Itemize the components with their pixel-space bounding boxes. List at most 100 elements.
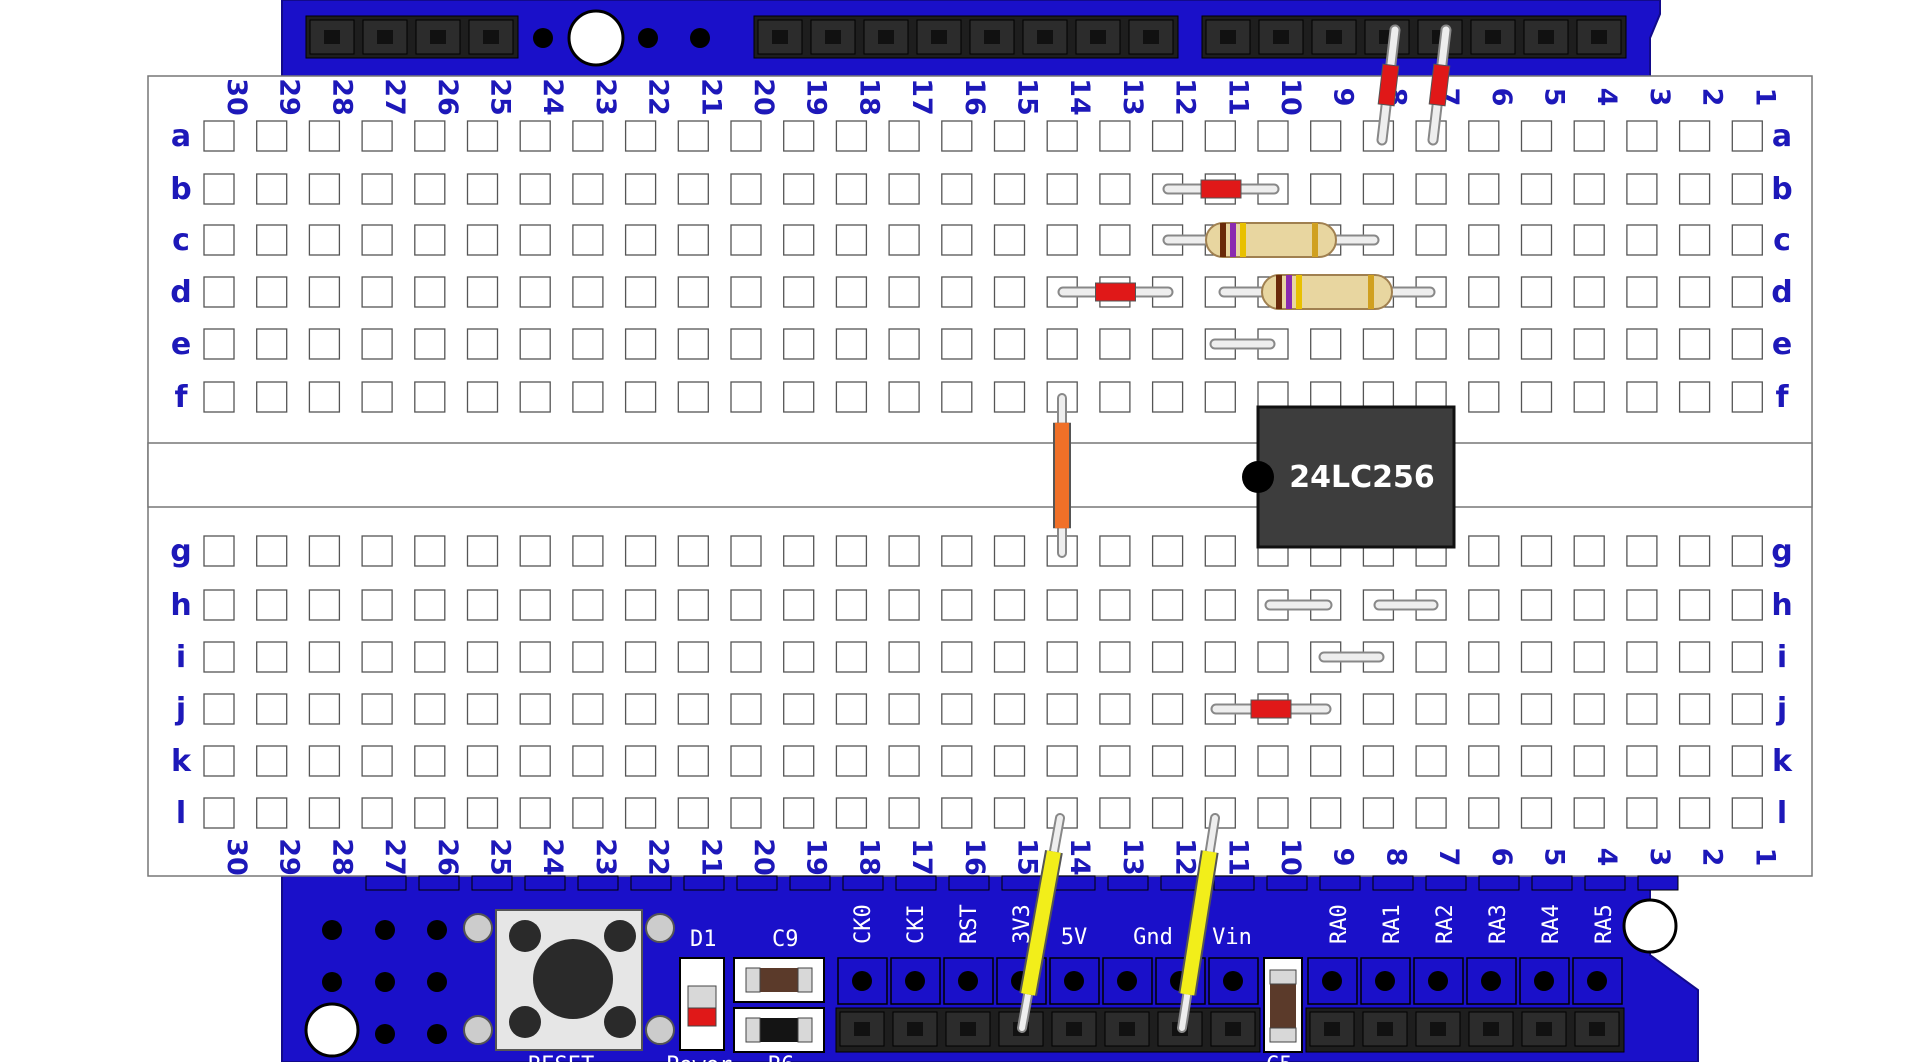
breadboard-hole[interactable] (1520, 276, 1553, 308)
breadboard-hole[interactable] (1468, 328, 1500, 360)
breadboard-hole[interactable] (1731, 381, 1763, 413)
breadboard-hole[interactable] (1151, 641, 1184, 673)
breadboard-hole[interactable] (730, 745, 762, 777)
breadboard-hole[interactable] (624, 173, 657, 205)
breadboard-hole[interactable] (1310, 120, 1342, 152)
breadboard-hole[interactable] (1678, 381, 1711, 413)
breadboard-hole[interactable] (783, 641, 815, 673)
breadboard-hole[interactable] (1731, 693, 1763, 725)
breadboard-hole[interactable] (1731, 745, 1763, 777)
breadboard-hole[interactable] (1415, 693, 1447, 725)
breadboard-hole[interactable] (888, 276, 920, 308)
breadboard-hole[interactable] (466, 120, 499, 152)
breadboard-hole[interactable] (624, 641, 657, 673)
ic-24lc256[interactable]: 24LC256 (1242, 405, 1456, 549)
breadboard-hole[interactable] (1099, 173, 1131, 205)
breadboard-hole[interactable] (572, 381, 604, 413)
breadboard-hole[interactable] (203, 535, 235, 567)
breadboard-hole[interactable] (1099, 224, 1131, 256)
breadboard-hole[interactable] (414, 224, 446, 256)
breadboard-hole[interactable] (1046, 589, 1078, 621)
breadboard-hole[interactable] (1468, 173, 1500, 205)
breadboard-hole[interactable] (783, 173, 815, 205)
breadboard-hole[interactable] (941, 173, 973, 205)
breadboard-hole[interactable] (1415, 173, 1447, 205)
breadboard-hole[interactable] (677, 120, 709, 152)
breadboard-hole[interactable] (572, 641, 604, 673)
breadboard-hole[interactable] (624, 328, 657, 360)
breadboard-hole[interactable] (572, 276, 604, 308)
breadboard-hole[interactable] (572, 535, 604, 567)
breadboard-hole[interactable] (677, 328, 709, 360)
breadboard-hole[interactable] (888, 589, 920, 621)
breadboard-hole[interactable] (677, 589, 709, 621)
breadboard-hole[interactable] (783, 276, 815, 308)
breadboard-hole[interactable] (203, 745, 235, 777)
breadboard-hole[interactable] (414, 276, 446, 308)
breadboard-hole[interactable] (677, 381, 709, 413)
breadboard-hole[interactable] (730, 276, 762, 308)
breadboard-hole[interactable] (730, 641, 762, 673)
breadboard-hole[interactable] (256, 224, 288, 256)
breadboard-hole[interactable] (941, 797, 973, 829)
breadboard-hole[interactable] (1310, 745, 1342, 777)
breadboard-hole[interactable] (1362, 328, 1395, 360)
breadboard-hole[interactable] (308, 641, 341, 673)
breadboard-hole[interactable] (1204, 535, 1236, 567)
breadboard-hole[interactable] (308, 745, 341, 777)
breadboard-hole[interactable] (888, 693, 920, 725)
breadboard-hole[interactable] (361, 173, 393, 205)
breadboard-hole[interactable] (835, 589, 868, 621)
breadboard-hole[interactable] (835, 224, 868, 256)
breadboard-hole[interactable] (1310, 173, 1342, 205)
breadboard-hole[interactable] (203, 381, 235, 413)
breadboard-hole[interactable] (572, 589, 604, 621)
breadboard-hole[interactable] (941, 328, 973, 360)
breadboard-hole[interactable] (466, 173, 499, 205)
breadboard-hole[interactable] (624, 745, 657, 777)
breadboard-hole[interactable] (993, 641, 1026, 673)
breadboard-hole[interactable] (1257, 797, 1289, 829)
breadboard-hole[interactable] (1573, 224, 1605, 256)
breadboard-hole[interactable] (730, 589, 762, 621)
breadboard-hole[interactable] (308, 535, 341, 567)
breadboard-hole[interactable] (203, 641, 235, 673)
breadboard-hole[interactable] (1468, 535, 1500, 567)
breadboard-hole[interactable] (835, 797, 868, 829)
breadboard-hole[interactable] (256, 276, 288, 308)
breadboard-hole[interactable] (835, 641, 868, 673)
breadboard-hole[interactable] (888, 224, 920, 256)
breadboard-hole[interactable] (308, 224, 341, 256)
breadboard-hole[interactable] (783, 745, 815, 777)
breadboard-hole[interactable] (1678, 276, 1711, 308)
breadboard-hole[interactable] (414, 589, 446, 621)
breadboard-hole[interactable] (466, 381, 499, 413)
breadboard-hole[interactable] (1678, 224, 1711, 256)
breadboard-hole[interactable] (993, 535, 1026, 567)
breadboard-hole[interactable] (1731, 120, 1763, 152)
breadboard-hole[interactable] (1204, 589, 1236, 621)
breadboard-hole[interactable] (1678, 693, 1711, 725)
breadboard-hole[interactable] (361, 745, 393, 777)
breadboard-hole[interactable] (203, 276, 235, 308)
breadboard-hole[interactable] (1204, 745, 1236, 777)
breadboard-hole[interactable] (993, 276, 1026, 308)
breadboard-hole[interactable] (466, 224, 499, 256)
breadboard-hole[interactable] (783, 328, 815, 360)
breadboard-hole[interactable] (1626, 328, 1658, 360)
breadboard-hole[interactable] (730, 120, 762, 152)
breadboard-hole[interactable] (1151, 693, 1184, 725)
breadboard-hole[interactable] (414, 535, 446, 567)
breadboard-hole[interactable] (519, 693, 551, 725)
breadboard-hole[interactable] (308, 797, 341, 829)
breadboard-hole[interactable] (1678, 535, 1711, 567)
breadboard-hole[interactable] (1099, 120, 1131, 152)
breadboard-hole[interactable] (677, 641, 709, 673)
breadboard-hole[interactable] (1626, 797, 1658, 829)
breadboard-hole[interactable] (835, 745, 868, 777)
breadboard-hole[interactable] (466, 641, 499, 673)
breadboard-hole[interactable] (1415, 797, 1447, 829)
reset-button[interactable] (463, 909, 675, 1051)
breadboard-hole[interactable] (941, 745, 973, 777)
breadboard-hole[interactable] (1626, 381, 1658, 413)
